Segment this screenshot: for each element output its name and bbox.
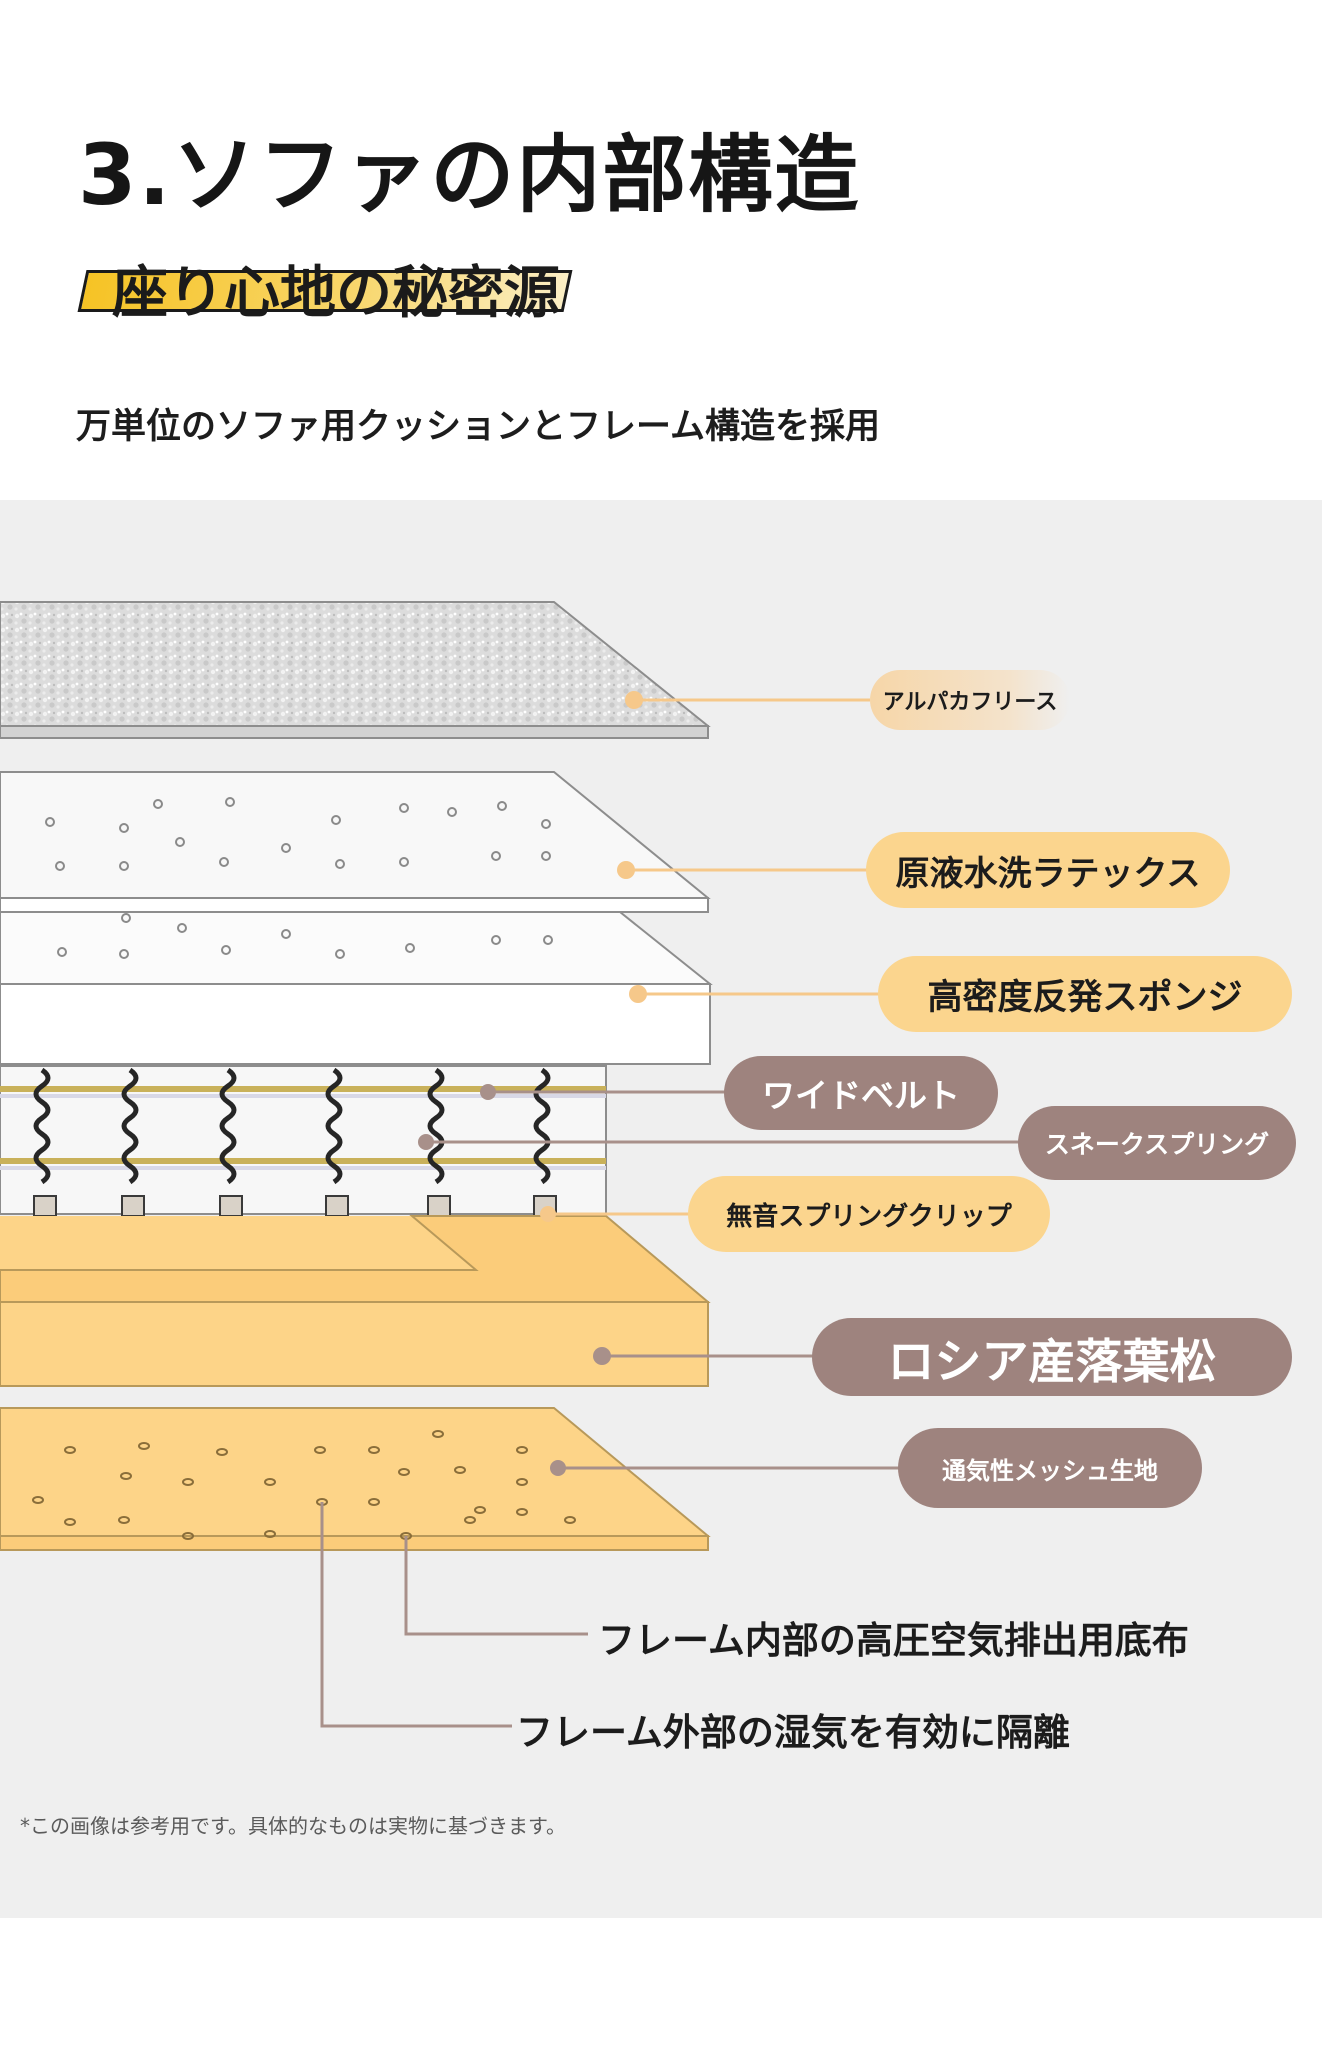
label-fleece: アルパカフリース — [870, 670, 1070, 730]
wood-frame-top — [0, 1216, 476, 1270]
latex-layer — [0, 771, 711, 899]
label-larch: ロシア産落葉松 — [812, 1318, 1292, 1396]
fleece-layer — [0, 601, 711, 727]
mesh-layer — [0, 1407, 711, 1537]
label-moisture: フレーム外部の湿気を有効に隔離 — [516, 1711, 1070, 1754]
label-belt: ワイドベルト — [724, 1056, 998, 1130]
label-vent-cloth: フレーム内部の高圧空気排出用底布 — [598, 1619, 1189, 1662]
wood-frame — [0, 1301, 709, 1387]
layer-illustration — [0, 601, 1020, 1728]
subtitle-text: 座り心地の秘密源 — [112, 261, 560, 326]
subtitle-banner: 座り心地の秘密源 — [77, 248, 573, 326]
label-snake-spring: スネークスプリング — [1018, 1106, 1296, 1180]
sponge-layer — [0, 911, 713, 985]
tagline: 万単位のソファ用クッションとフレーム構造を採用 — [76, 407, 880, 447]
footnote: *この画像は参考用です。具体的なものは実物に基づきます。 — [20, 1814, 566, 1838]
label-sponge: 高密度反発スポンジ — [878, 956, 1292, 1032]
label-clip: 無音スプリングクリップ — [688, 1176, 1050, 1252]
structure-diagram: アルパカフリース 原液水洗ラテックス 高密度反発スポンジ ワイドベルト スネーク… — [0, 500, 1322, 1918]
label-latex: 原液水洗ラテックス — [866, 832, 1230, 908]
page-title: 3.ソファの内部構造 — [78, 126, 861, 224]
label-mesh: 通気性メッシュ生地 — [898, 1428, 1202, 1508]
